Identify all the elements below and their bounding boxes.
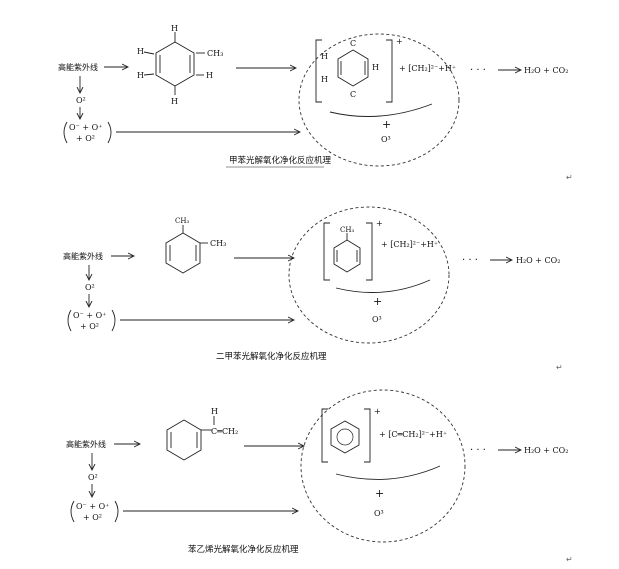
atom-h-lower-right: H	[206, 71, 213, 80]
caption: 苯乙烯光解氧化净化反应机理	[188, 544, 299, 555]
reaction-zone	[288, 206, 450, 344]
radical-right-paren	[114, 500, 119, 523]
cation-bracket-left	[323, 222, 330, 281]
cation-ring	[330, 420, 360, 454]
continuation-dots: · · ·	[462, 255, 478, 266]
toluene-structure: H H H H CH₃ H	[137, 24, 223, 106]
cation-substituent: CH₃	[340, 226, 354, 234]
cation-charge: +	[374, 407, 381, 416]
radical-species-line1: O⁻ + O⁺	[73, 311, 106, 320]
radical-species-line2: + O²	[76, 134, 95, 143]
uv-source-label: 高能紫外线	[63, 251, 103, 261]
fragment-label: + [CH₂]²⁻+H⁺	[381, 240, 438, 249]
radical-left-paren	[67, 309, 72, 332]
radical-species-line2: + O²	[80, 322, 99, 331]
radical-right-paren	[107, 121, 112, 144]
cation-ring: CH₃	[333, 226, 361, 273]
caption: 甲苯光解氧化净化反应机理	[229, 155, 332, 166]
cleavage-arc	[335, 279, 431, 293]
oxygen-label: O²	[76, 96, 86, 105]
atom-h-upper-left: H	[137, 47, 144, 56]
radical-left-paren	[70, 500, 75, 523]
methyl-label: CH₃	[210, 239, 226, 248]
ozone-label: O³	[374, 509, 384, 518]
ozone-label: O³	[381, 135, 391, 144]
uv-source-label: 高能紫外线	[58, 62, 98, 72]
atom-h-top: H	[171, 24, 178, 33]
cation-atom-top: C	[350, 39, 356, 48]
paragraph-mark: ↵	[556, 363, 563, 372]
cation-atom-bottom: C	[350, 90, 356, 99]
cation-bracket-right	[386, 39, 393, 103]
oxygen-label: O²	[85, 283, 95, 292]
uv-source-label: 高能紫外线	[66, 439, 106, 449]
methyl-label: CH₃	[207, 49, 223, 58]
products-label: H₂O + CO₂	[524, 446, 568, 455]
cation-bracket-right	[364, 408, 371, 463]
vinyl-label: C═CH₂	[211, 427, 238, 436]
products-label: H₂O + CO₂	[516, 256, 560, 265]
plus-sign: +	[373, 295, 382, 308]
atom-h-lower-left: H	[137, 71, 144, 80]
cation-ring: C C H H H	[321, 39, 379, 99]
cation-charge: +	[376, 219, 383, 228]
products-label: H₂O + CO₂	[524, 66, 568, 75]
ozone-label: O³	[372, 315, 382, 324]
plus-sign: +	[382, 118, 391, 131]
styrene-structure: H C═CH₂	[166, 407, 238, 461]
fragment-label: + [C═CH₂]²⁻+H⁺	[379, 430, 447, 439]
xylene-panel: 高能紫外线 O² O⁻ + O⁺ + O² CH₃ CH₃ +	[63, 206, 563, 372]
xylene-structure: CH₃ CH₃	[165, 217, 226, 274]
cation-h-1: H	[321, 52, 328, 61]
cation-h-3: H	[372, 63, 379, 72]
cleavage-arc	[335, 465, 441, 480]
continuation-dots: · · ·	[470, 65, 486, 76]
paragraph-mark: ↵	[566, 555, 573, 564]
radical-left-paren	[63, 121, 68, 144]
atom-h-bottom: H	[171, 97, 178, 106]
caption: 二甲苯光解氧化净化反应机理	[216, 351, 327, 362]
styrene-ring	[166, 419, 202, 461]
cation-bracket-right	[366, 222, 373, 281]
oxygen-label: O²	[88, 473, 98, 482]
radical-right-paren	[111, 309, 116, 332]
fragment-label: + [CH₂]²⁻+H⁺	[399, 64, 456, 73]
cation-charge: +	[396, 37, 403, 46]
vinyl-h: H	[211, 407, 218, 416]
continuation-dots: · · ·	[470, 445, 486, 456]
reaction-zone	[300, 389, 466, 543]
reaction-zone	[298, 33, 460, 167]
cation-bracket-left	[315, 39, 322, 103]
radical-species-line1: O⁻ + O⁺	[76, 502, 109, 511]
styrene-panel: 高能紫外线 O² O⁻ + O⁺ + O² H C═CH₂ + + [C═CH₂…	[66, 389, 573, 564]
toluene-ring	[155, 41, 195, 87]
radical-species-line2: + O²	[83, 513, 102, 522]
ring-substituent: CH₃	[175, 217, 189, 225]
cation-bracket-left	[321, 408, 328, 463]
radical-species-line1: O⁻ + O⁺	[69, 123, 102, 132]
paragraph-mark: ↵	[566, 173, 573, 182]
toluene-panel: 高能紫外线 O² O⁻ + O⁺ + O² H H H H CH₃ H	[58, 24, 573, 182]
plus-sign: +	[375, 487, 384, 500]
cleavage-arc	[329, 103, 433, 117]
xylene-ring	[165, 232, 201, 274]
cation-h-2: H	[321, 75, 328, 84]
